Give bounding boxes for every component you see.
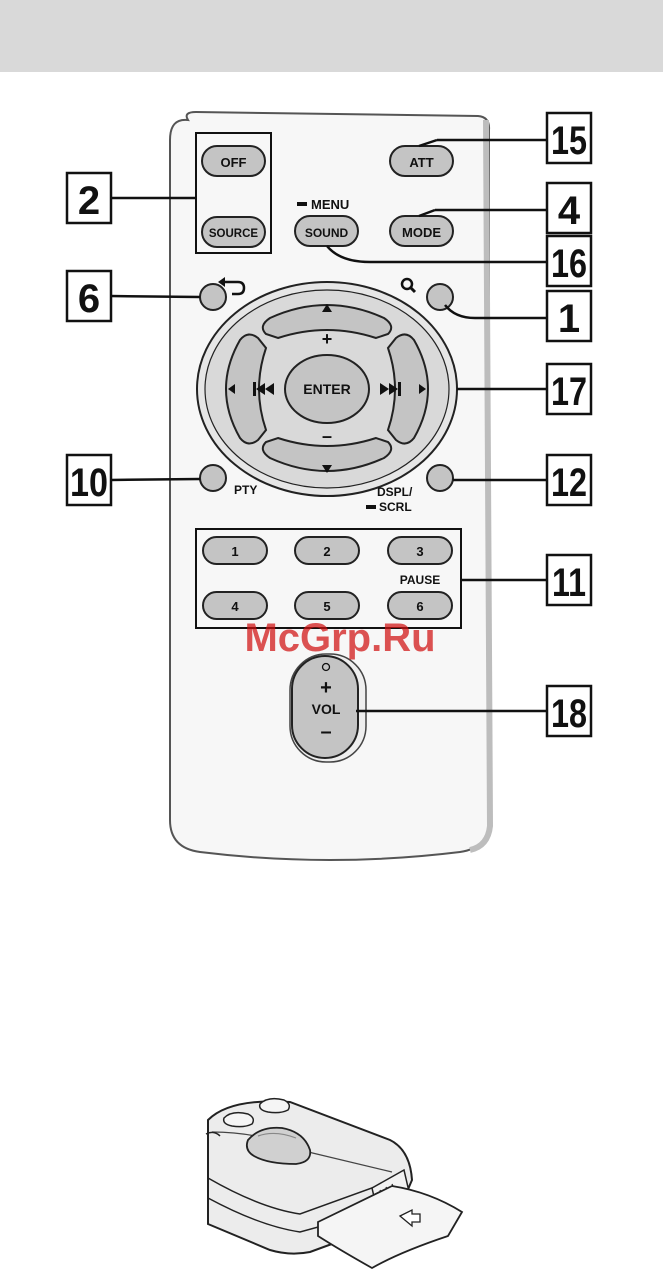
pty-label: PTY (234, 483, 257, 497)
sound-button[interactable]: SOUND (295, 216, 358, 246)
minus-label: – (322, 426, 332, 446)
num-2-label: 2 (323, 544, 330, 559)
mode-button[interactable]: MODE (390, 216, 453, 246)
callout-6: 6 (67, 271, 111, 321)
num-2-button[interactable]: 2 (295, 537, 359, 564)
dspl-button[interactable] (427, 465, 453, 491)
callout-10: 10 (67, 455, 111, 505)
callout-4: 4 (547, 183, 591, 233)
num-3-button[interactable]: 3 (388, 537, 452, 564)
att-button[interactable]: ATT (390, 146, 453, 176)
svg-text:2: 2 (78, 179, 100, 223)
svg-text:18: 18 (551, 692, 587, 736)
num-5-label: 5 (323, 599, 330, 614)
source-label: SOURCE (209, 228, 259, 240)
svg-text:1: 1 (558, 297, 580, 341)
svg-text:4: 4 (558, 189, 581, 233)
battery-insertion-illustration (206, 1099, 462, 1268)
callout-16: 16 (547, 236, 591, 286)
vol-label: VOL (312, 701, 341, 717)
watermark-text: McGrp.Ru (244, 616, 435, 660)
pause-label: PAUSE (400, 573, 440, 587)
svg-text:15: 15 (551, 119, 587, 163)
svg-text:10: 10 (70, 461, 108, 505)
svg-text:6: 6 (78, 277, 100, 321)
plus-label: + (322, 329, 333, 349)
scrl-dash-icon (366, 505, 376, 509)
back-button[interactable] (200, 284, 226, 310)
sound-label: SOUND (305, 226, 349, 240)
off-button[interactable]: OFF (202, 146, 265, 176)
num-1-label: 1 (231, 544, 238, 559)
svg-text:12: 12 (551, 461, 587, 505)
mode-label: MODE (402, 225, 441, 240)
num-6-label: 6 (416, 599, 423, 614)
callout-17: 17 (547, 364, 591, 414)
svg-text:16: 16 (551, 242, 587, 286)
enter-button[interactable]: ENTER (285, 355, 369, 423)
num-6-button[interactable]: 6 (388, 592, 452, 619)
num-4-label: 4 (231, 599, 239, 614)
num-4-button[interactable]: 4 (203, 592, 267, 619)
callout-18: 18 (547, 686, 591, 736)
callout-2: 2 (67, 173, 111, 223)
pty-button[interactable] (200, 465, 226, 491)
search-button[interactable] (427, 284, 453, 310)
callout-15: 15 (547, 113, 591, 163)
menu-label: MENU (311, 197, 349, 212)
dspl-label: DSPL/ (377, 485, 413, 499)
num-1-button[interactable]: 1 (203, 537, 267, 564)
off-label: OFF (221, 155, 247, 170)
enter-label: ENTER (303, 381, 350, 397)
vol-plus-label: + (320, 677, 332, 699)
callout-12: 12 (547, 455, 591, 505)
vol-minus-label: – (320, 721, 331, 743)
callout-11: 11 (547, 555, 591, 605)
num-3-label: 3 (416, 544, 423, 559)
num-5-button[interactable]: 5 (295, 592, 359, 619)
callout-1: 1 (547, 291, 591, 341)
source-button[interactable]: SOURCE (202, 217, 265, 247)
att-label: ATT (409, 155, 433, 170)
svg-text:17: 17 (551, 370, 587, 414)
scrl-label: SCRL (379, 500, 412, 514)
menu-dash-icon (297, 202, 307, 206)
svg-text:11: 11 (552, 561, 586, 605)
